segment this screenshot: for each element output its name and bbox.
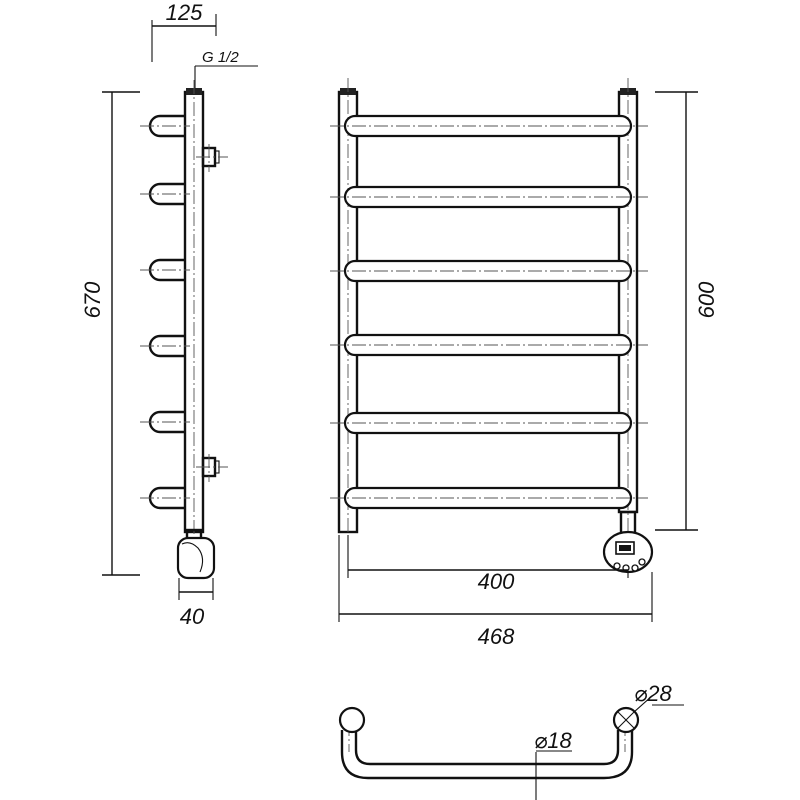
dim-40-label: 40	[180, 604, 205, 629]
side-rungs	[140, 114, 190, 510]
dim-125-label: 125	[166, 0, 203, 25]
front-rung	[330, 185, 648, 209]
dia28-label: ⌀28	[634, 681, 672, 706]
side-rung	[140, 114, 190, 138]
top-right-pipe-section	[612, 706, 640, 734]
front-view: 600 400 468	[330, 78, 719, 649]
side-view: 125 G 1/2 670	[80, 0, 258, 629]
front-rung	[330, 411, 648, 435]
side-heater	[176, 528, 216, 580]
dim-600-label: 600	[694, 281, 719, 318]
top-left-pipe-section	[338, 706, 366, 734]
wall-bracket-bottom	[196, 454, 228, 482]
front-rung	[330, 486, 648, 510]
dia18-label: ⌀18	[534, 728, 572, 753]
front-rung	[330, 114, 648, 138]
side-rung	[140, 258, 190, 282]
dim-670-label: 670	[80, 281, 105, 318]
side-rung	[140, 334, 190, 358]
side-rung	[140, 410, 190, 434]
side-rung	[140, 182, 190, 206]
front-rung	[330, 333, 648, 357]
side-rung	[140, 486, 190, 510]
top-view: ⌀28 ⌀18	[338, 681, 684, 800]
top-rung-outer	[340, 730, 634, 780]
wall-bracket-top	[196, 144, 228, 172]
front-rungs	[330, 114, 648, 510]
front-rung	[330, 259, 648, 283]
dim-468-label: 468	[478, 624, 515, 649]
dim-400-label: 400	[478, 569, 515, 594]
dia28-leader	[633, 695, 653, 713]
top-rung-inner	[354, 730, 620, 766]
thread-label: G 1/2	[202, 49, 239, 66]
